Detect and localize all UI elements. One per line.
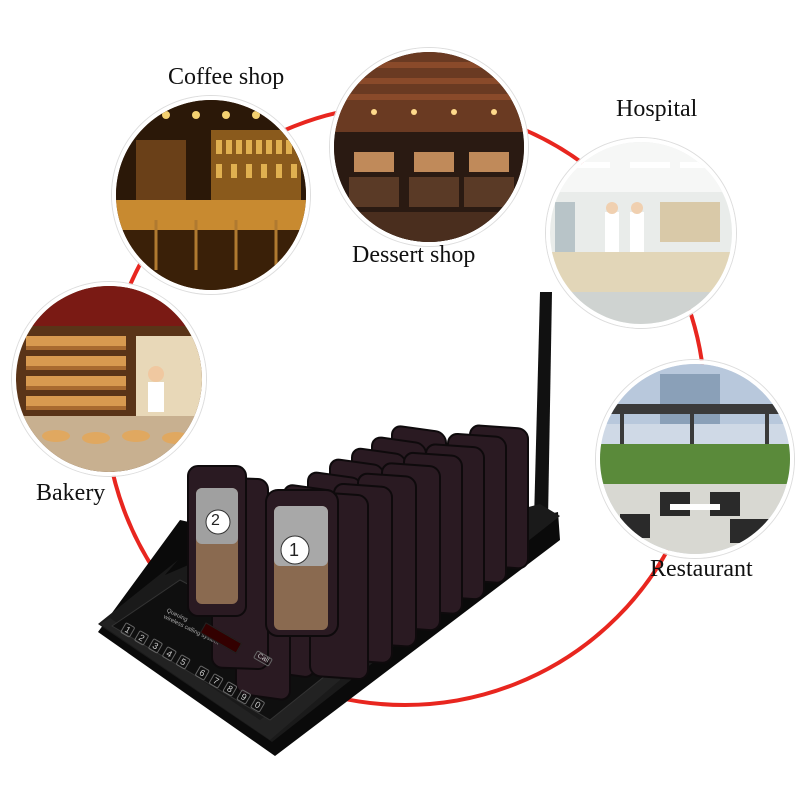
bakery-label: Bakery bbox=[36, 480, 106, 506]
coffee-shop-label: Coffee shop bbox=[168, 64, 285, 90]
restaurant-photo bbox=[596, 360, 794, 558]
coffee-shop-photo bbox=[112, 96, 310, 294]
pager-number-2: 2 bbox=[211, 512, 220, 529]
bakery-photo bbox=[12, 282, 206, 476]
pager-number-1: 1 bbox=[289, 540, 300, 560]
restaurant-label: Restaurant bbox=[650, 556, 753, 582]
dessert-shop-photo bbox=[330, 48, 528, 246]
dessert-shop-label: Dessert shop bbox=[352, 242, 476, 268]
hospital-label: Hospital bbox=[616, 96, 698, 122]
